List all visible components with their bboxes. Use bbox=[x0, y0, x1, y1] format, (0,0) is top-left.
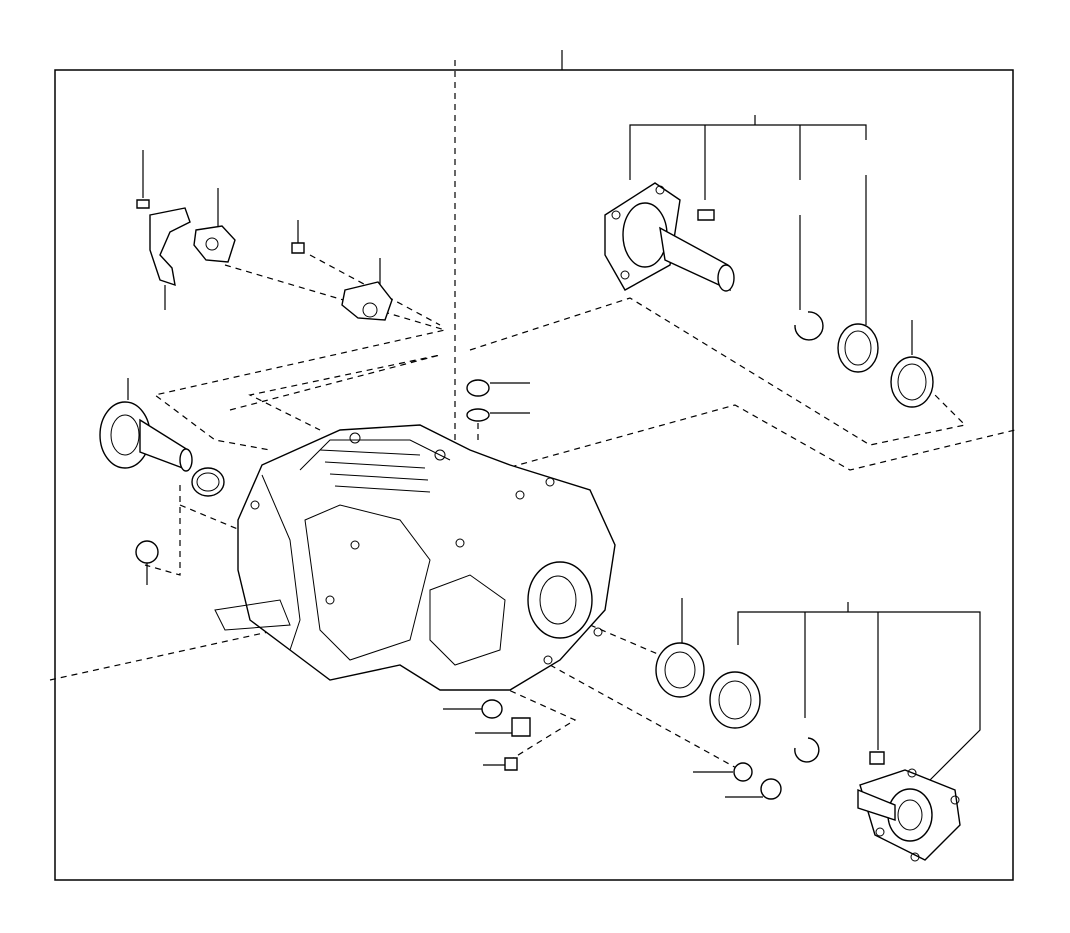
mount-tab-icon bbox=[214, 599, 291, 631]
drain-plug-group bbox=[466, 379, 530, 422]
snap-ring-icon bbox=[794, 737, 820, 763]
gasket-icon bbox=[466, 408, 490, 422]
upper-output-flange-group bbox=[604, 115, 934, 408]
gasket-icon bbox=[481, 699, 503, 719]
oil-seal-icon bbox=[655, 642, 705, 698]
nut-icon bbox=[511, 717, 531, 737]
bearing-icon bbox=[709, 671, 761, 729]
input-shaft-group bbox=[99, 378, 225, 585]
bolt-icon bbox=[869, 751, 885, 765]
snap-ring-icon bbox=[794, 311, 824, 341]
bolt-icon bbox=[291, 242, 305, 254]
bolt-icon bbox=[504, 757, 518, 771]
position-sensor-group bbox=[136, 150, 393, 321]
transfer-case-housing bbox=[214, 424, 616, 691]
plug-icon bbox=[466, 379, 490, 397]
solenoid-icon bbox=[341, 281, 393, 321]
plug-icon bbox=[135, 540, 159, 564]
bracket-icon bbox=[149, 207, 191, 287]
shaft-icon bbox=[857, 788, 896, 821]
gasket-icon bbox=[733, 762, 753, 782]
lower-output-flange-group bbox=[655, 598, 981, 862]
diagram-frame bbox=[54, 69, 1014, 881]
plug-icon bbox=[760, 778, 782, 800]
oil-seal-icon bbox=[837, 323, 879, 373]
speed-sensor-icon bbox=[193, 225, 236, 263]
bottom-fastener-group bbox=[443, 699, 531, 771]
bolt-icon bbox=[136, 199, 150, 209]
bolt-icon bbox=[697, 209, 715, 221]
output-bore-icon bbox=[527, 561, 593, 639]
o-ring-icon bbox=[191, 467, 225, 497]
